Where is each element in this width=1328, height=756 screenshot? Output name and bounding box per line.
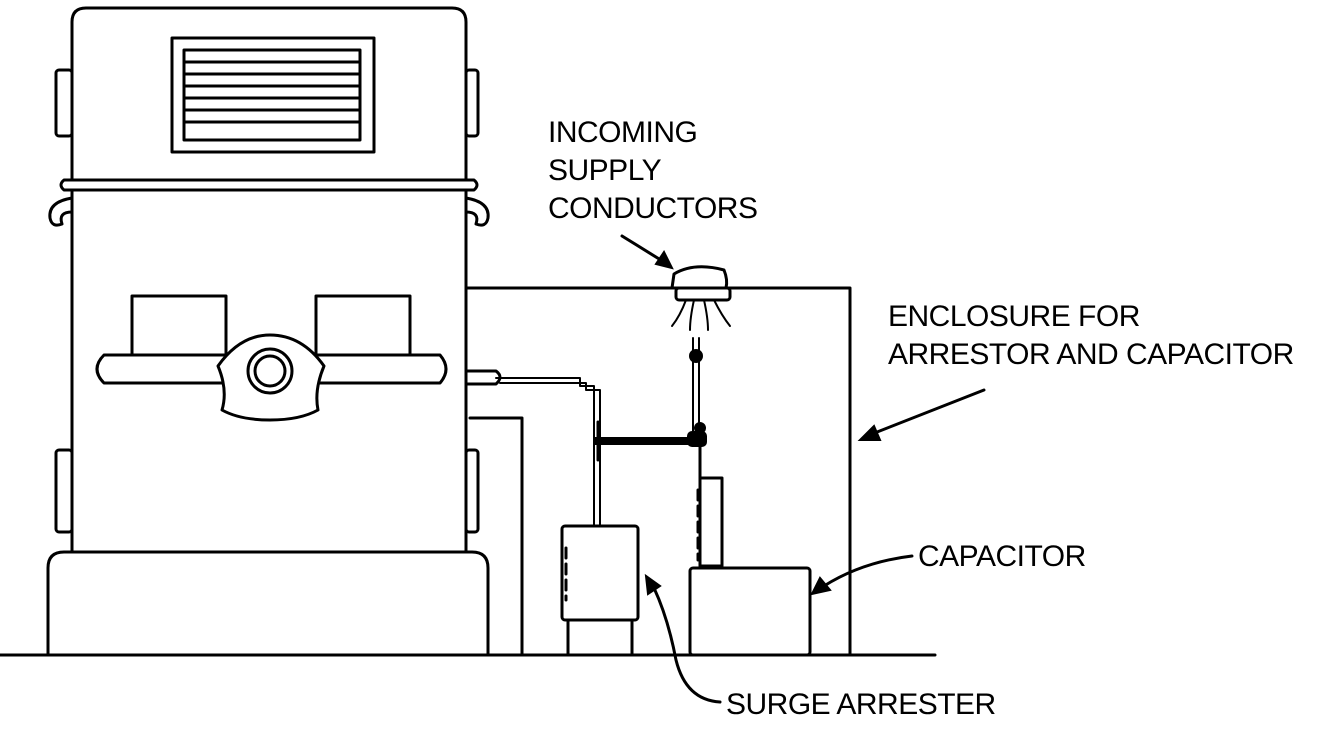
capacitor bbox=[688, 476, 812, 657]
label-enclosure-line2: ARRESTOR AND CAPACITOR bbox=[888, 338, 1294, 371]
motor-shaft-inner bbox=[253, 354, 287, 388]
motor-body bbox=[70, 6, 468, 554]
motor-vent-grille bbox=[170, 36, 376, 154]
supply-bushing bbox=[670, 265, 732, 434]
motor-tab-lower-right bbox=[464, 448, 480, 534]
wiring bbox=[495, 337, 707, 529]
motor-tab-upper-left bbox=[54, 68, 74, 138]
enclosure-conduit bbox=[468, 416, 524, 657]
leader-surge-arrester bbox=[644, 573, 722, 704]
label-enclosure-line1: ENCLOSURE FOR bbox=[888, 300, 1140, 333]
label-incoming-line3: CONDUCTORS bbox=[548, 192, 758, 225]
leader-incoming bbox=[620, 234, 674, 270]
leader-enclosure bbox=[857, 388, 986, 441]
enclosure bbox=[464, 286, 852, 657]
label-incoming-line1: INCOMING bbox=[548, 116, 698, 149]
motor bbox=[46, 6, 502, 657]
motor-base bbox=[46, 550, 490, 657]
motor-lug-right bbox=[464, 196, 490, 227]
label-capacitor: CAPACITOR bbox=[918, 540, 1086, 573]
motor-tab-lower-left bbox=[54, 448, 74, 534]
label-incoming-line2: SUPPLY bbox=[548, 154, 662, 187]
surge-arrester bbox=[560, 524, 640, 657]
label-surge-arrester: SURGE ARRESTER bbox=[726, 688, 996, 721]
motor-tab-upper-right bbox=[464, 68, 480, 138]
motor-lug-left bbox=[48, 196, 74, 227]
leader-capacitor bbox=[810, 554, 914, 596]
motor-connection-stub bbox=[464, 369, 502, 386]
motor-band bbox=[59, 178, 479, 192]
